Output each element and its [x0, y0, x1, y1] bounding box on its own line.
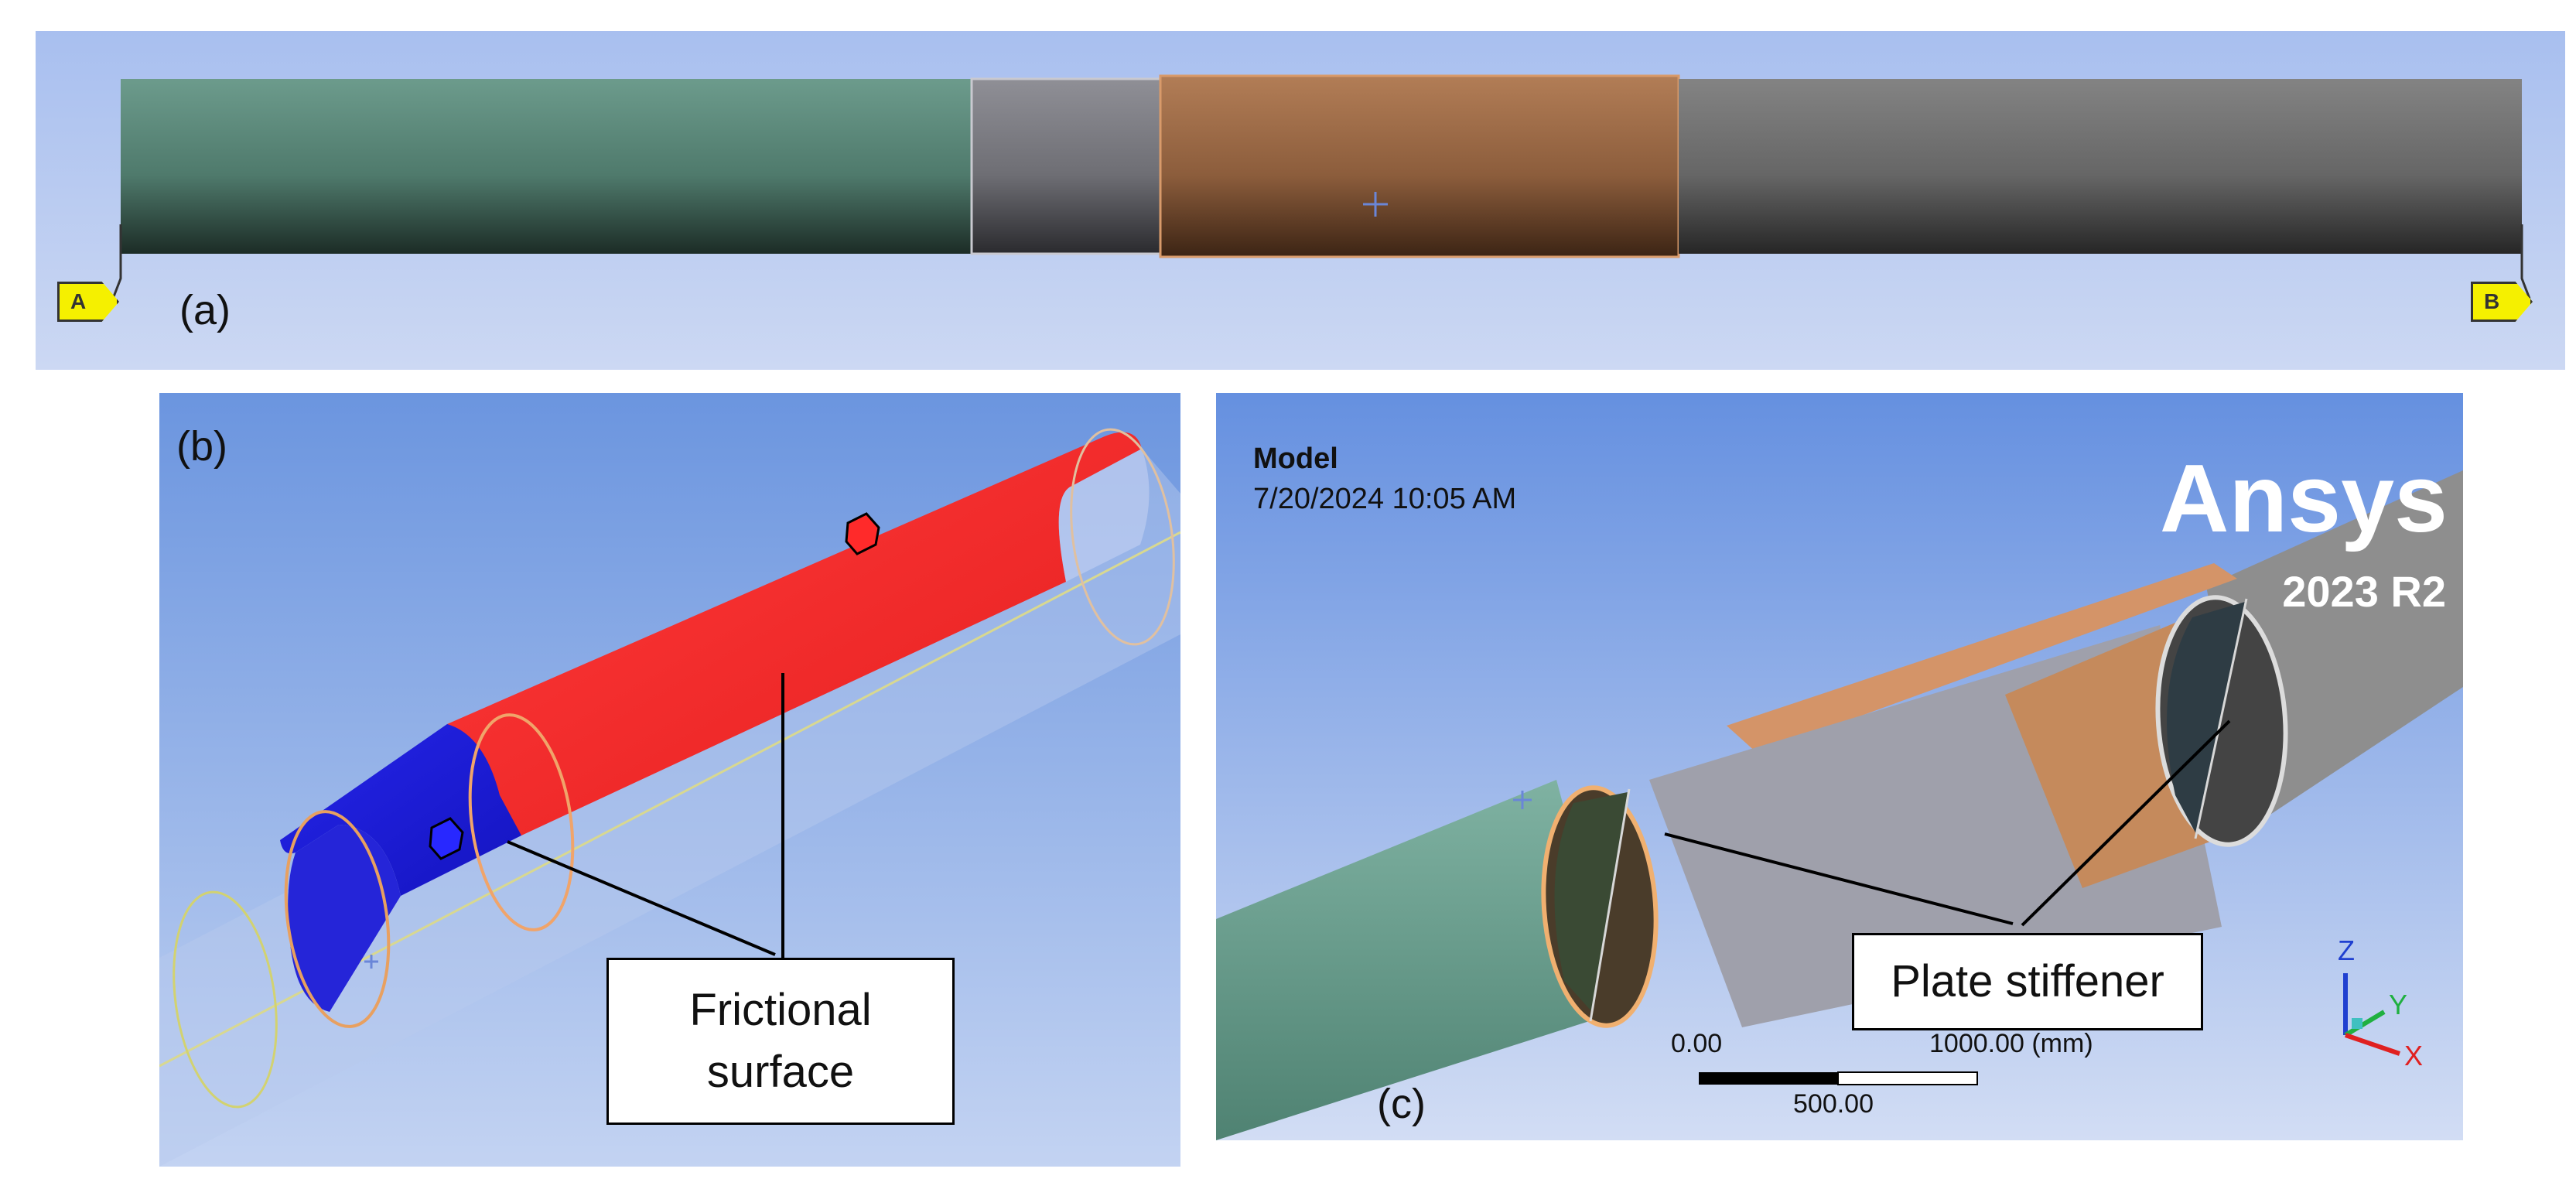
panel-a-label: (a)	[179, 287, 231, 333]
leader-right-plate	[2021, 719, 2231, 927]
ring-end	[1070, 428, 1175, 646]
ring-yellow	[173, 890, 278, 1109]
panel-b-graphics	[159, 393, 1180, 1167]
ring-orange-mid	[468, 713, 575, 931]
blue-inner-surface	[288, 825, 401, 1012]
blue-frictional-surface	[280, 724, 521, 896]
marker-b: B	[2471, 282, 2533, 322]
gray-tube-segment	[970, 77, 1162, 255]
ansys-logo: Ansys	[2159, 446, 2448, 552]
frictional-surface-callout: Frictional surface	[606, 958, 955, 1125]
plate-stiffener-text: Plate stiffener	[1891, 956, 2164, 1006]
panel-a-graphics	[36, 31, 2565, 370]
panel-c-graphics	[1216, 393, 2463, 1140]
triad-origin	[2352, 1018, 2362, 1029]
triad-x-axis	[2345, 1033, 2400, 1056]
callout-line-2: surface	[706, 1047, 855, 1097]
triad-x-label: X	[2404, 1040, 2424, 1071]
right-plate-seam	[2194, 598, 2248, 839]
right-plate-half	[2167, 602, 2245, 835]
scale-label-mid: 500.00	[1793, 1089, 1874, 1119]
panel-b-frictional-view: (b) Frictional surface	[159, 393, 1180, 1167]
triad-y-label: Y	[2389, 989, 2408, 1020]
orange-sleeve-top	[1727, 563, 2237, 753]
panel-a-side-view: A B (a)	[36, 31, 2565, 370]
leader-b	[2520, 224, 2531, 299]
scale-label-right: 1000.00 (mm)	[1929, 1029, 2093, 1058]
ring-orange-left	[284, 810, 391, 1028]
panel-b-label: (b)	[176, 423, 227, 470]
triad-z-label: Z	[2338, 935, 2355, 966]
scale-label-left: 0.00	[1671, 1029, 1723, 1058]
plate-stiffener-callout: Plate stiffener	[1852, 933, 2203, 1030]
scale-bar-black	[1699, 1072, 1838, 1085]
panel-c-stiffener-view: Model 7/20/2024 10:05 AM Ansys 2023 R2 P…	[1216, 393, 2463, 1140]
blue-contact-marker-icon	[429, 817, 464, 860]
leader-blue-surface	[507, 840, 776, 956]
leader-left-plate	[1664, 832, 2014, 925]
marker-b-text: B	[2484, 289, 2500, 313]
ansys-version: 2023 R2	[2282, 567, 2446, 616]
scale-bar-white	[1837, 1071, 1978, 1085]
tube-open-end	[1058, 449, 1150, 582]
panel-c-label: (c)	[1377, 1081, 1426, 1127]
model-timestamp: 7/20/2024 10:05 AM	[1253, 483, 1517, 515]
dark-gray-tube-segment	[1679, 79, 2522, 254]
left-plate-half	[1554, 792, 1628, 1012]
callout-line-1: Frictional	[689, 985, 872, 1035]
model-title: Model	[1253, 443, 1338, 475]
marker-a-text: A	[70, 289, 87, 313]
leader-a	[111, 224, 122, 299]
triad-y-axis	[2344, 1010, 2386, 1037]
green-tube-segment	[121, 79, 972, 254]
left-plate-seam	[1589, 788, 1631, 1022]
red-frictional-surface	[447, 432, 1142, 835]
red-contact-marker-icon	[845, 512, 880, 555]
teal-near-tube	[1216, 780, 1618, 1140]
orange-sleeve-segment	[1159, 74, 1680, 258]
